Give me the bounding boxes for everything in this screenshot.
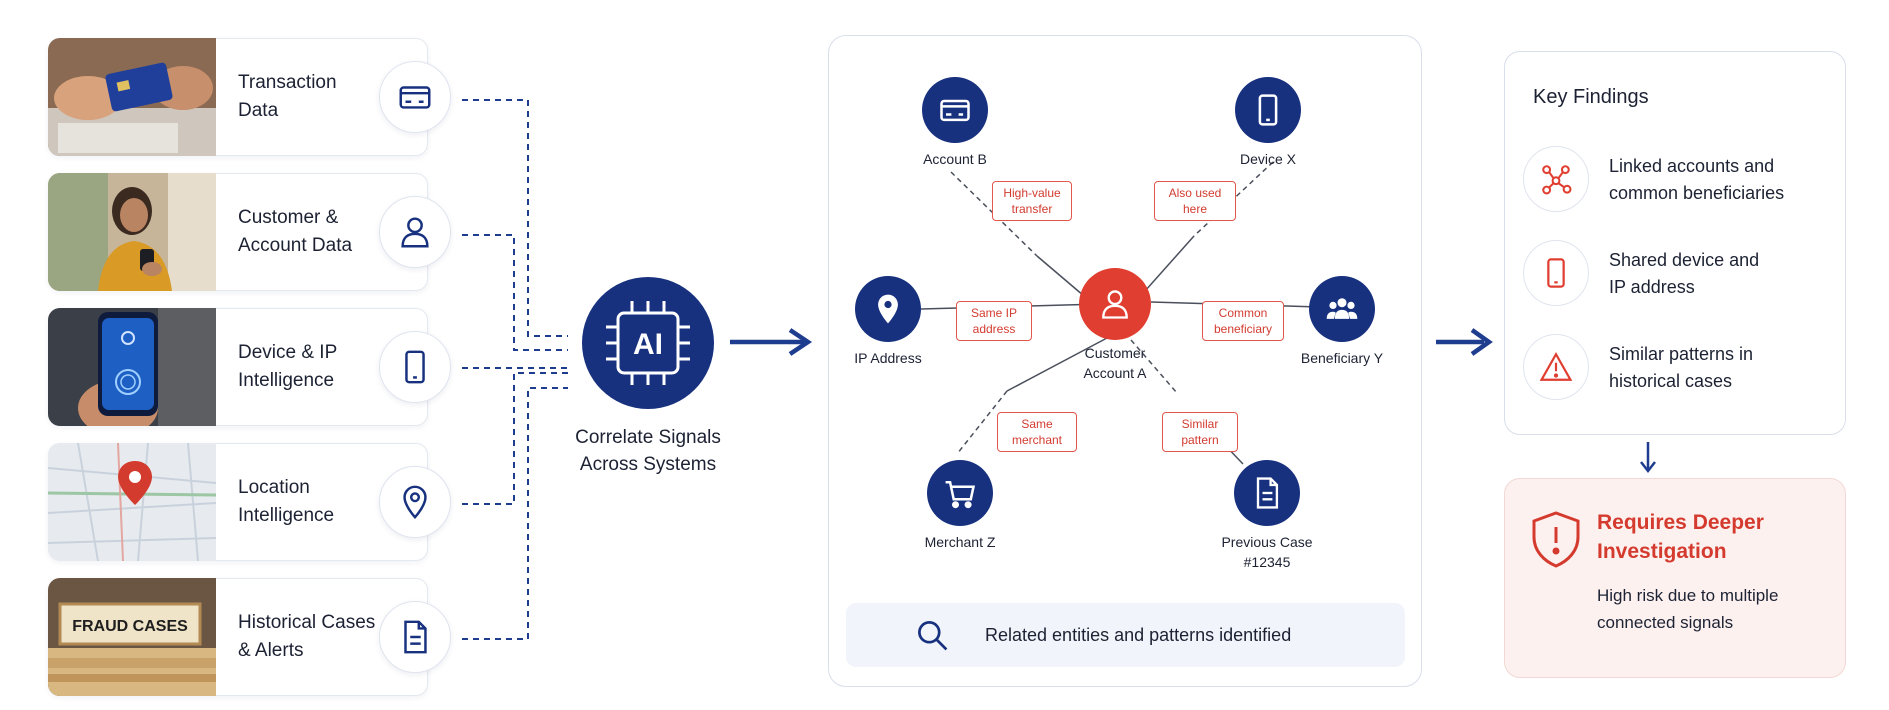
smartphone-icon [1523, 240, 1589, 306]
account-b-node [922, 77, 988, 143]
device-x-label: Device X [1239, 151, 1297, 167]
merchant-z-label: Merchant Z [924, 534, 996, 550]
hands-holding-card-photo [48, 38, 216, 156]
previous-case-node [1234, 460, 1300, 526]
credit-card-icon [940, 99, 970, 122]
network-nodes-icon [1523, 146, 1589, 212]
arrow-right-icon [730, 328, 813, 356]
credit-card-icon [379, 61, 451, 133]
previous-case-label: Previous Case#12345 [1221, 534, 1313, 570]
connector-historical [462, 387, 568, 640]
fraud-cases-label: FRAUD CASES [72, 618, 188, 635]
source-historical-cases-alerts: FRAUD CASES Historical Cases& Alerts [48, 578, 451, 696]
user-icon [1102, 290, 1128, 319]
map-pin-icon [379, 466, 451, 538]
arrow-right-icon [1436, 328, 1493, 356]
search-icon [918, 621, 948, 651]
smartphone-icon [379, 331, 451, 403]
source-customer-account-data: Customer &Account Data [48, 173, 451, 291]
entity-graph-panel: Account B Device X IP Address Beneficiar… [828, 35, 1422, 687]
fraud-cases-folder-photo: FRAUD CASES [48, 578, 216, 696]
ip-address-label: IP Address [854, 350, 922, 366]
connector-transaction [462, 99, 568, 337]
graph-footer: Related entities and patterns identified [846, 603, 1405, 667]
map-pin-icon [878, 294, 898, 324]
customer-account-a-node [1079, 268, 1151, 340]
phone-fingerprint-photo [48, 308, 216, 426]
graph-footer-text: Related entities and patterns identified [985, 625, 1292, 645]
merchant-z-node [927, 460, 993, 526]
document-icon [379, 601, 451, 673]
source-label: Customer &Account Data [238, 207, 353, 256]
shopping-cart-icon [945, 480, 976, 509]
beneficiary-y-node [1309, 276, 1375, 342]
arrow-down-icon [1640, 442, 1656, 474]
ip-address-node [855, 276, 921, 342]
users-icon [1326, 298, 1358, 319]
connector-location [462, 372, 568, 505]
account-b-label: Account B [923, 151, 987, 167]
document-icon [1256, 477, 1279, 509]
user-icon [379, 196, 451, 268]
map-pin-photo [48, 443, 216, 561]
shield-alert-icon [1532, 511, 1580, 568]
ai-chip-hub: AI [582, 277, 714, 409]
connector-customer [462, 234, 568, 351]
beneficiary-y-label: Beneficiary Y [1300, 350, 1384, 366]
ai-chip-text: AI [633, 328, 663, 361]
woman-using-phone-photo [48, 173, 216, 291]
ai-chip-icon: AI [606, 301, 690, 385]
key-findings-title: Key Findings [1533, 86, 1649, 108]
source-label: Historical Cases& Alerts [238, 612, 376, 661]
warning-triangle-icon [1523, 334, 1589, 400]
smartphone-icon [1258, 94, 1278, 126]
device-x-node [1235, 77, 1301, 143]
